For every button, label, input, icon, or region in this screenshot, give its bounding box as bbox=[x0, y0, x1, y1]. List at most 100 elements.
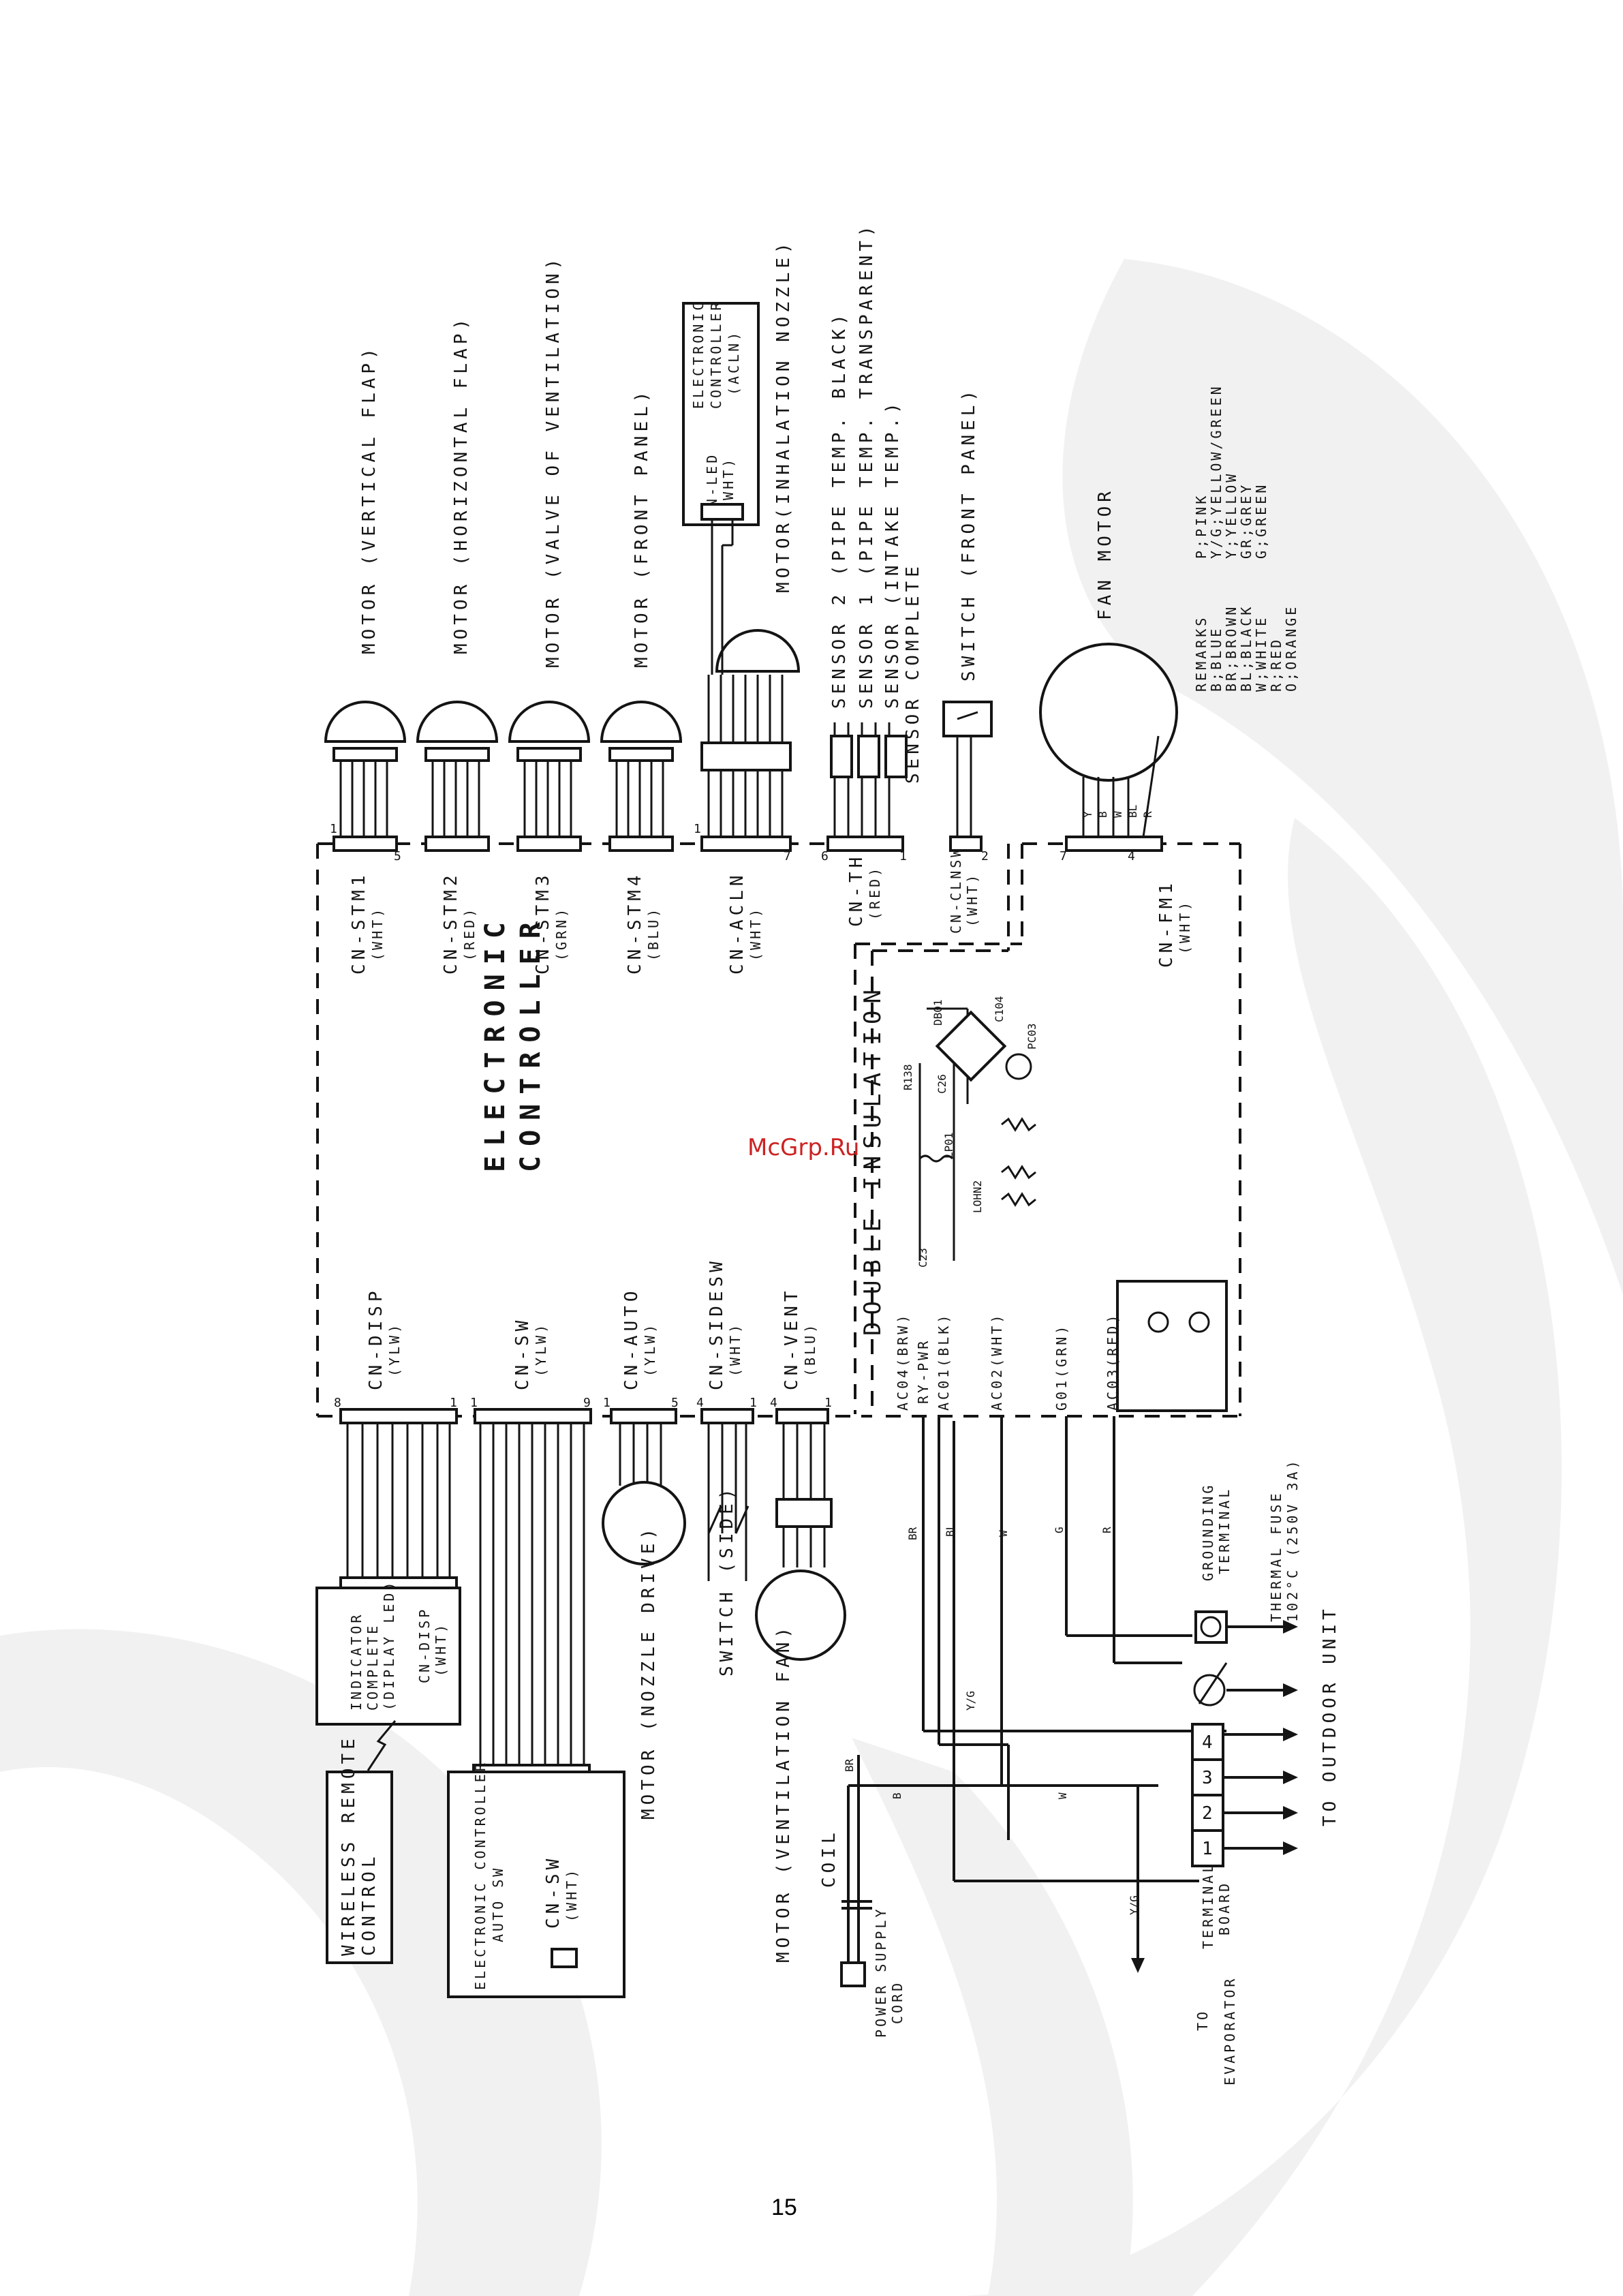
pin-acln-7: 7 bbox=[784, 849, 791, 863]
remark-left-1: B;BLUE bbox=[1208, 626, 1224, 692]
cn-stm2-color: (RED) bbox=[461, 906, 478, 961]
fan-wire-bl: BL bbox=[1126, 805, 1139, 818]
wire-label-r: R bbox=[1100, 1527, 1113, 1533]
power-supply-label-2: CORD bbox=[889, 1980, 906, 2024]
cn-stm4-color: (BLU) bbox=[645, 906, 662, 961]
indicator-label-3: (DIPLAY LED) bbox=[381, 1580, 397, 1711]
wire-label-br: BR bbox=[906, 1527, 919, 1540]
pin-stm1-1: 1 bbox=[330, 822, 337, 836]
wire-label-g: G bbox=[1053, 1527, 1066, 1533]
remark-right-4: GR;GREY bbox=[1238, 483, 1254, 559]
ec-auto-sw-label-2: AUTO SW bbox=[490, 1866, 506, 1942]
main-controller-label-line2: CONTROLLER bbox=[515, 913, 546, 1172]
indicator-cn-disp-color: (WHT) bbox=[433, 1622, 449, 1677]
ec-auto-sw-label-1: ELECTRONIC CONTROLLER bbox=[472, 1760, 489, 1990]
acln-controller-label-1: ELECTRONIC bbox=[690, 300, 707, 409]
cn-acln-color: (WHT) bbox=[747, 906, 764, 961]
watermark-text: McGrp.Ru bbox=[747, 1134, 859, 1161]
wire-label-yg-2: Y/G bbox=[1128, 1895, 1141, 1915]
pin-disp-1: 1 bbox=[450, 1396, 457, 1410]
to-outdoor-unit-label: TO OUTDOOR UNIT bbox=[1320, 1605, 1340, 1826]
motor-nozzle-drive bbox=[602, 1423, 686, 1565]
grounding-terminal-label-1: GROUNDING bbox=[1200, 1483, 1216, 1581]
to-evaporator-label-2: EVAPORATOR bbox=[1222, 1976, 1238, 2085]
component-pc03: PC03 bbox=[1025, 1023, 1038, 1050]
terminal-4-number: 4 bbox=[1202, 1732, 1217, 1753]
terminal-4 bbox=[1191, 1723, 1224, 1761]
cn-stm2-header bbox=[424, 836, 490, 852]
cn-sidesw-color: (WHT) bbox=[727, 1322, 743, 1377]
double-insulation-label: DOUBLE INSULATION bbox=[859, 983, 886, 1336]
motor-front-panel-label: MOTOR (FRONT PANEL) bbox=[632, 388, 652, 668]
wire-label-w: W bbox=[997, 1530, 1010, 1537]
cn-fm1-label: CN-FM1 bbox=[1156, 879, 1177, 968]
cn-stm3-label: CN-STM3 bbox=[533, 871, 553, 975]
remark-left-4: W;WHITE bbox=[1253, 615, 1269, 692]
pin-stm1-5: 5 bbox=[394, 849, 401, 863]
terminal-ac01: AC01(BLK) bbox=[936, 1313, 952, 1411]
motor-vertical-flap bbox=[324, 701, 407, 837]
power-circuit bbox=[918, 1007, 1228, 1412]
sensor-1-body bbox=[857, 735, 880, 778]
component-lp01: LP01 bbox=[942, 1132, 955, 1159]
pin-sw-9: 9 bbox=[583, 1396, 591, 1410]
bottom-connectors bbox=[339, 1408, 829, 1424]
motor-ventilation-fan-label: MOTOR (VENTILATION FAN) bbox=[773, 1623, 794, 1963]
cn-auto-label: CN-AUTO bbox=[621, 1287, 642, 1390]
remarks-title: REMARKS bbox=[1193, 615, 1209, 692]
ec-cn-sw-color: (WHT) bbox=[563, 1867, 580, 1922]
cn-stm1-header bbox=[333, 836, 398, 852]
motor-valve-ventilation bbox=[508, 701, 591, 837]
power-supply-label-1: POWER SUPPLY bbox=[873, 1907, 889, 2038]
terminal-2-number: 2 bbox=[1202, 1803, 1217, 1824]
motor-inhalation-nozzle-label: MOTOR(INHALATION NOZZLE) bbox=[773, 239, 794, 593]
pin-fm1-7: 7 bbox=[1060, 849, 1067, 863]
pin-fm1-4: 4 bbox=[1128, 849, 1135, 863]
cn-disp-color: (YLW) bbox=[386, 1322, 403, 1377]
fan-wire-w: W bbox=[1111, 811, 1124, 818]
remark-right-2: Y/G;YELLOW/GREEN bbox=[1208, 384, 1224, 559]
indicator-label-1: INDICATOR bbox=[348, 1612, 365, 1711]
acln-controller-label-2: CONTROLLER bbox=[708, 300, 724, 409]
to-evaporator-label-1: TO bbox=[1194, 2009, 1211, 2031]
terminal-board-label-2: BOARD bbox=[1216, 1881, 1233, 1935]
pin-auto-1: 1 bbox=[603, 1396, 610, 1410]
cn-stm3-header bbox=[516, 836, 582, 852]
remark-right-5: G;GREEN bbox=[1253, 483, 1269, 559]
cn-acln-header bbox=[700, 836, 792, 852]
thermal-fuse-rating: 102°C (250V 3A) bbox=[1284, 1458, 1301, 1622]
cn-sw-label: CN-SW bbox=[512, 1317, 533, 1390]
main-controller-label: ELECTRONIC CONTROLLER bbox=[480, 913, 546, 1172]
terminal-ry-pwr: RY-PWR bbox=[915, 1338, 931, 1404]
motor-vertical-flap-label: MOTOR (VERTICAL FLAP) bbox=[359, 344, 380, 654]
cn-th-color: (RED) bbox=[867, 866, 883, 920]
motor-ventilation-fan bbox=[755, 1423, 846, 1661]
sensor-1-label: SENSOR 1 (PIPE TEMP. TRANSPARENT) bbox=[856, 221, 877, 709]
pin-acln-1: 1 bbox=[694, 822, 701, 836]
pin-vent-4: 4 bbox=[770, 1396, 777, 1410]
pin-th-1: 1 bbox=[899, 849, 907, 863]
switch-front-panel-label: SWITCH (FRONT PANEL) bbox=[959, 386, 979, 682]
power-wiring bbox=[847, 1416, 1226, 1922]
wire-label-bl: BL bbox=[944, 1524, 957, 1537]
fan-motor-label: FAN MOTOR bbox=[1095, 487, 1115, 620]
terminal-board: 4 3 2 1 bbox=[1191, 1723, 1298, 1867]
grounding-terminal bbox=[1193, 1610, 1298, 1706]
terminal-board-label-1: TERMINAL bbox=[1200, 1862, 1216, 1949]
motor-front-panel bbox=[600, 701, 683, 837]
cn-clnsw-color: (WHT) bbox=[964, 872, 980, 927]
indicator-label-2: COMPLETE bbox=[365, 1623, 381, 1711]
page-number: 15 bbox=[771, 2194, 797, 2220]
disp-harness bbox=[315, 1423, 461, 1726]
cn-sidesw-label: CN-SIDESW bbox=[707, 1257, 727, 1390]
cn-acln-label: CN-ACLN bbox=[727, 871, 747, 975]
wireless-remote-label-2: CONTROL bbox=[359, 1852, 380, 1956]
wireless-remote bbox=[326, 1720, 397, 1964]
terminal-g01: G01(GRN) bbox=[1053, 1323, 1070, 1411]
fan-wire-r: R bbox=[1141, 811, 1154, 818]
pin-vent-1: 1 bbox=[824, 1396, 832, 1410]
top-connectors bbox=[333, 836, 1163, 852]
component-c23: C23 bbox=[916, 1248, 929, 1268]
wire-label-w-2: W bbox=[1056, 1792, 1069, 1799]
